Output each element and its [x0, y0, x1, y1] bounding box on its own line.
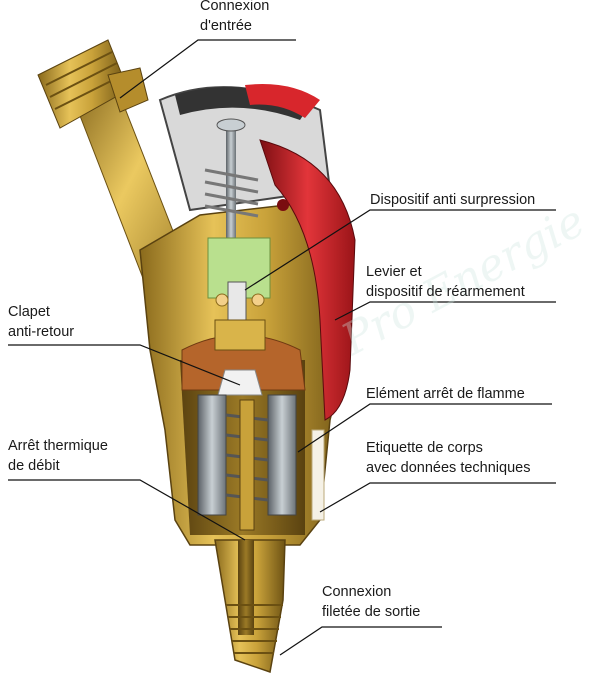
label-outlet-connection: Connexion filetée de sortie	[322, 582, 420, 622]
red-lever	[259, 139, 356, 421]
label-line: Clapet	[8, 304, 50, 320]
label-line: Dispositif anti surpression	[370, 192, 536, 208]
label-line: dispositif de réarmement	[366, 284, 525, 300]
label-thermal-cutoff: Arrêt thermique de débit	[8, 436, 108, 476]
label-line: Levier et	[366, 264, 422, 280]
label-inlet-connection: Connexion d'entrée	[200, 0, 269, 36]
overpressure-chamber	[207, 237, 271, 323]
upper-spring	[204, 118, 259, 245]
label-lever-reset: Levier et dispositif de réarmement	[366, 262, 525, 302]
leader-lines	[8, 39, 556, 656]
label-line: Connexion	[200, 0, 270, 14]
label-check-valve: Clapet anti-retour	[8, 302, 74, 342]
label-line: Arrêt thermique	[8, 438, 108, 454]
body-label-strip	[311, 429, 325, 521]
label-line: Elément arrêt de flamme	[366, 386, 525, 402]
label-body-tag: Etiquette de corps avec données techniqu…	[366, 438, 530, 478]
label-line: avec données techniques	[366, 460, 531, 476]
label-line: d'entrée	[200, 18, 252, 34]
label-line: Etiquette de corps	[366, 440, 483, 456]
label-line: Connexion	[322, 584, 392, 600]
label-line: filetée de sortie	[322, 604, 421, 620]
flame-arrestor-element	[197, 394, 297, 531]
label-overpressure-device: Dispositif anti surpression	[370, 190, 535, 210]
check-valve	[214, 319, 266, 396]
outlet-fitting	[214, 539, 286, 673]
label-line: anti-retour	[8, 324, 75, 340]
label-line: de débit	[8, 458, 60, 474]
label-flame-arrestor: Elément arrêt de flamme	[366, 384, 525, 404]
